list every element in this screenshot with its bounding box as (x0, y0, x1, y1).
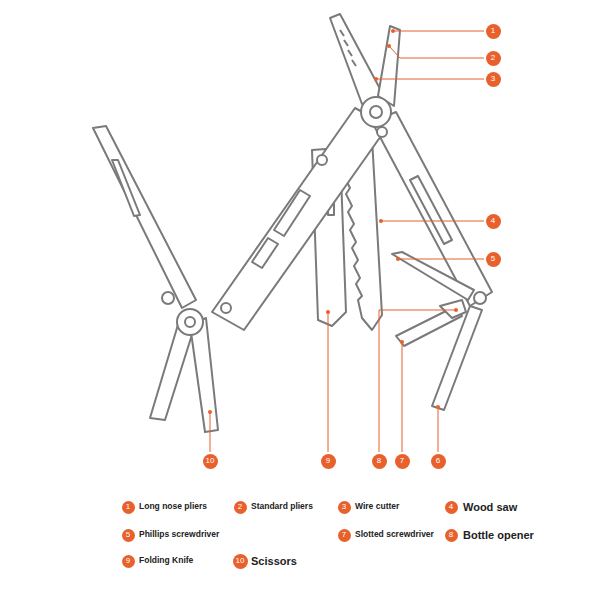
plier-pivot (361, 97, 391, 127)
leader-line (389, 46, 484, 58)
leader-dot (387, 44, 391, 48)
callout-text: 8 (449, 531, 453, 539)
leader-line (379, 310, 456, 452)
handle-slot (252, 238, 278, 268)
callout-number: 3 (338, 501, 351, 514)
callout-number: 3 (486, 72, 501, 87)
callout-number: 4 (445, 501, 458, 514)
part-name: Scissors (251, 555, 297, 567)
pivot-screw (162, 292, 174, 304)
callout-number: 7 (395, 454, 410, 469)
callout-text: 1 (491, 27, 495, 35)
part-name: Wire cutter (355, 502, 399, 511)
callout-text: 2 (491, 54, 495, 62)
scissors-arm (93, 126, 196, 308)
leader-line (210, 412, 211, 452)
plier-jaw (378, 26, 400, 106)
pivot-screw (370, 106, 382, 118)
callout-number: 9 (122, 555, 135, 568)
callout-text: 10 (236, 557, 245, 565)
callout-text: 4 (449, 503, 453, 511)
callout-text: 10 (206, 457, 215, 465)
callout-text: 5 (126, 531, 130, 539)
leader-dot (454, 308, 458, 312)
scissors-slot (112, 160, 140, 216)
handle-screw (221, 303, 231, 313)
part-name: Slotted screwdriver (355, 530, 434, 539)
handle-screw (377, 127, 387, 137)
left-handle (212, 108, 388, 330)
callout-number: 8 (445, 529, 458, 542)
pivot-screw (185, 317, 195, 327)
callout-text: 6 (436, 457, 440, 465)
callout-number: 9 (321, 454, 336, 469)
callout-text: 1 (126, 503, 130, 511)
leader-line (328, 312, 329, 452)
part-name: Long nose pliers (139, 502, 207, 511)
callout-text: 8 (377, 457, 381, 465)
callout-text: 9 (126, 557, 130, 565)
leader-dot (400, 340, 404, 344)
callout-number: 1 (122, 501, 135, 514)
leader-line (376, 79, 484, 80)
part-name: Phillips screwdriver (139, 530, 219, 539)
leader-dot (436, 405, 440, 409)
callout-number: 2 (234, 501, 247, 514)
leader-line (402, 342, 403, 452)
right-handle (372, 112, 492, 306)
leader-dot (396, 257, 400, 261)
callout-text: 5 (491, 255, 495, 263)
callout-number: 1 (486, 24, 501, 39)
leader-dot (391, 29, 395, 33)
leader-dot (379, 219, 383, 223)
handle-slot (274, 190, 310, 236)
handle-slot (410, 176, 452, 244)
part-name: Bottle opener (463, 529, 534, 541)
callout-text: 4 (491, 217, 495, 225)
leader-dot (374, 77, 378, 81)
jaw-teeth (340, 30, 356, 66)
callout-text: 9 (326, 457, 330, 465)
callout-number: 8 (372, 454, 387, 469)
callout-number: 4 (486, 214, 501, 229)
leader-line (438, 407, 439, 452)
callout-text: 3 (342, 503, 346, 511)
callout-text: 3 (491, 75, 495, 83)
part-name: Folding Knife (139, 556, 193, 565)
callout-text: 7 (342, 531, 346, 539)
leader-line (381, 221, 484, 222)
plier-jaw (330, 14, 386, 104)
leader-dot (208, 410, 212, 414)
bit-driver (432, 306, 482, 410)
leader-dot (326, 310, 330, 314)
leader-line (398, 259, 484, 260)
callout-number: 7 (338, 529, 351, 542)
scissors-pivot (177, 309, 203, 335)
callout-number: 2 (486, 51, 501, 66)
callout-number: 6 (431, 454, 446, 469)
callout-number: 10 (233, 554, 248, 569)
handle-screw (317, 155, 327, 165)
part-name: Standard pliers (251, 502, 313, 511)
handle-screw (474, 292, 486, 304)
callout-number: 10 (203, 454, 218, 469)
part-name: Wood saw (463, 501, 517, 513)
callout-text: 7 (400, 457, 404, 465)
callout-text: 2 (238, 503, 242, 511)
callout-number: 5 (486, 252, 501, 267)
callout-number: 5 (122, 529, 135, 542)
leader-line (393, 31, 484, 32)
bottle-opener (440, 300, 466, 318)
